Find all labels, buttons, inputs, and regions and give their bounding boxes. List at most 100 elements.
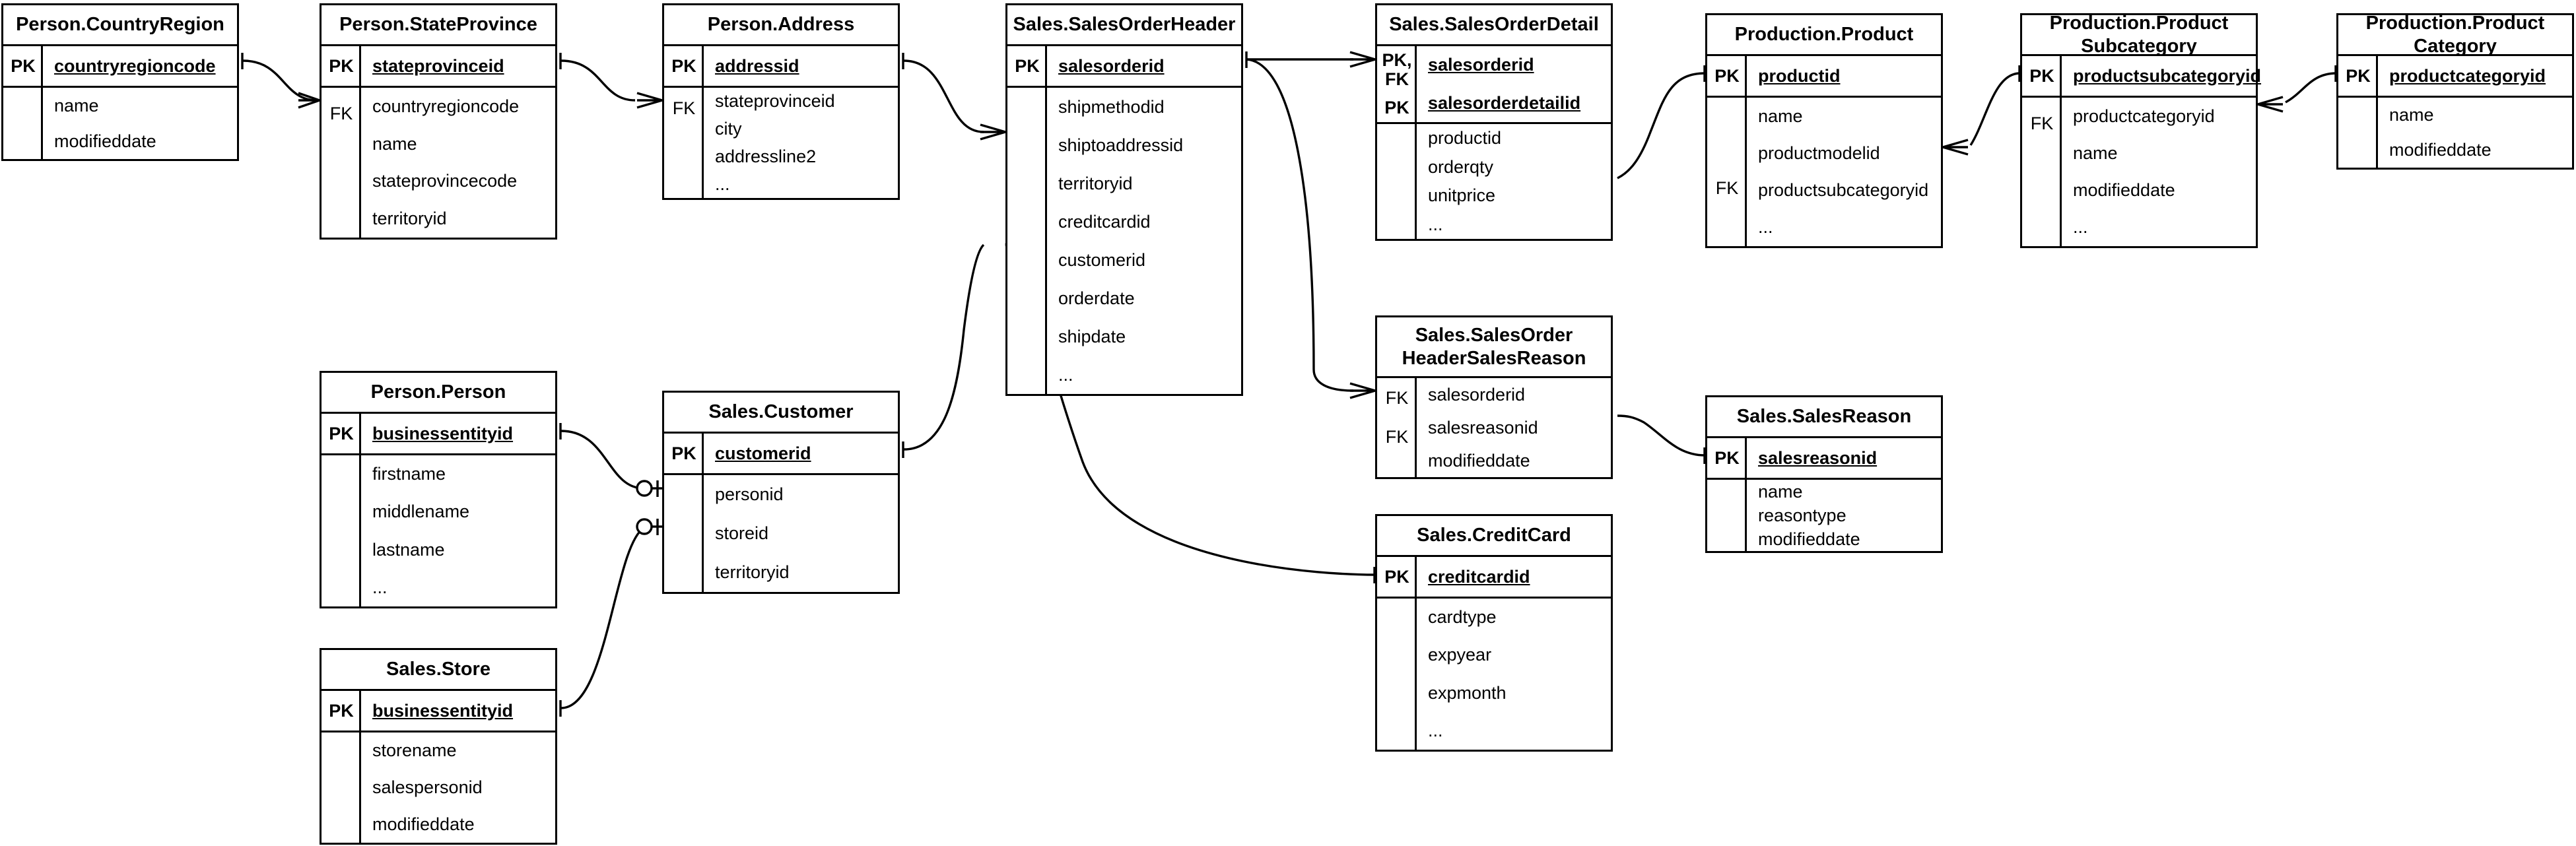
key-column: FK xyxy=(322,88,361,238)
field-name[interactable]: ... xyxy=(2073,217,2088,238)
field-name[interactable]: shiptoaddressid xyxy=(1058,135,1184,155)
field-name[interactable]: middlename xyxy=(372,502,470,522)
field-name[interactable]: unitprice xyxy=(1428,185,1496,206)
field-name[interactable]: salesorderdetailid xyxy=(1428,92,1581,113)
field-name[interactable]: productcategoryid xyxy=(2073,106,2215,126)
field-name[interactable]: productsubcategoryid xyxy=(2073,65,2262,86)
field-name[interactable]: productmodelid xyxy=(1758,143,1880,163)
field-name[interactable]: orderqty xyxy=(1428,156,1494,177)
field-name[interactable]: ... xyxy=(1758,217,1773,238)
field-name[interactable]: modifieddate xyxy=(2073,180,2175,201)
field-name[interactable]: shipmethodid xyxy=(1058,96,1165,117)
field-name[interactable]: storeid xyxy=(715,523,769,543)
field-name[interactable]: productid xyxy=(1428,128,1502,148)
field-name[interactable]: creditcardid xyxy=(1428,566,1530,587)
field-name[interactable]: businessentityid xyxy=(372,700,514,721)
field-name[interactable]: personid xyxy=(715,484,784,504)
field-name[interactable]: territoryid xyxy=(1058,173,1133,193)
field-name[interactable]: expyear xyxy=(1428,645,1492,665)
field-name[interactable]: countryregioncode xyxy=(54,55,216,76)
key-label xyxy=(1007,317,1047,356)
field-name[interactable]: name xyxy=(2073,143,2118,163)
field-name[interactable]: ... xyxy=(372,577,388,597)
field-column: productcategoryid name modifieddate... xyxy=(2062,98,2256,246)
field-name[interactable]: addressid xyxy=(715,55,799,76)
field-name[interactable]: ... xyxy=(1428,214,1443,234)
entity-title: Production.Product Subcategory xyxy=(2022,13,2256,57)
field-name[interactable]: customerid xyxy=(1058,249,1146,270)
field-column: productid xyxy=(1747,56,1941,96)
field-name[interactable]: name xyxy=(2389,105,2434,125)
field-name[interactable]: customerid xyxy=(715,443,811,463)
field-name[interactable]: stateprovincecode xyxy=(372,171,518,191)
field-name[interactable]: modifieddate xyxy=(372,814,475,834)
field-name[interactable]: city xyxy=(715,119,742,139)
field-name[interactable]: name xyxy=(1758,481,1803,502)
field-name[interactable]: name xyxy=(54,95,99,115)
field-name[interactable]: territoryid xyxy=(715,562,790,582)
field-name[interactable]: modifieddate xyxy=(1758,529,1860,549)
field-name[interactable]: productcategoryid xyxy=(2389,65,2546,86)
edge-salesreason-salesreasonlink xyxy=(1617,414,1706,457)
field-name[interactable]: lastname xyxy=(372,539,445,560)
field-name[interactable]: productid xyxy=(1758,65,1841,86)
field-name[interactable]: countryregioncode xyxy=(372,96,520,116)
field-name[interactable]: stateprovinceid xyxy=(372,55,504,76)
field-name[interactable]: expmonth xyxy=(1428,682,1507,703)
field-name[interactable]: stateprovinceid xyxy=(715,91,835,112)
field-name[interactable]: addressline2 xyxy=(715,146,817,166)
field-name[interactable]: creditcardid xyxy=(1058,211,1151,232)
entity-title: Person.CountryRegion xyxy=(3,5,237,46)
key-column xyxy=(2338,98,2378,168)
key-column: FK xyxy=(1707,98,1747,246)
key-label xyxy=(1707,130,1747,162)
field-column: salesorderid xyxy=(1047,46,1241,86)
entity-title: Sales.SalesOrderDetail xyxy=(1377,5,1611,46)
field-name[interactable]: businessentityid xyxy=(372,423,514,443)
key-column: PK xyxy=(322,691,361,731)
key-label xyxy=(664,152,704,176)
field-name[interactable]: salesorderid xyxy=(1428,384,1526,405)
field-name[interactable]: ... xyxy=(715,174,730,194)
field-name[interactable]: ... xyxy=(1058,364,1073,385)
field-name[interactable]: salesreasonid xyxy=(1758,447,1878,468)
key-label: PK xyxy=(671,55,696,76)
field-name[interactable]: salesorderid xyxy=(1058,55,1165,76)
field-name[interactable]: salespersonid xyxy=(372,777,483,797)
field-name[interactable]: territoryid xyxy=(372,209,447,229)
field-name[interactable]: name xyxy=(372,133,417,154)
field-name[interactable]: storename xyxy=(372,740,457,761)
entity-field-section: firstname middlename lastname... xyxy=(322,455,555,606)
field-name[interactable]: modifieddate xyxy=(1428,450,1530,471)
field-name[interactable]: name xyxy=(1758,106,1803,126)
field-name[interactable]: reasontype xyxy=(1758,505,1847,525)
field-name[interactable]: salesorderid xyxy=(1428,55,1534,75)
key-label xyxy=(322,806,361,843)
field-name[interactable]: modifieddate xyxy=(2389,140,2491,160)
field-name[interactable]: firstname xyxy=(372,464,446,484)
entity-field-section: FK name productmodelid productsubcategoryid… xyxy=(1707,98,1941,246)
field-name[interactable]: salesreasonid xyxy=(1428,417,1538,438)
field-name[interactable]: orderdate xyxy=(1058,288,1135,308)
field-name[interactable]: shipdate xyxy=(1058,326,1126,346)
field-name[interactable]: cardtype xyxy=(1428,607,1497,628)
field-name[interactable]: modifieddate xyxy=(54,131,156,151)
field-name[interactable]: ... xyxy=(1428,720,1443,740)
field-name[interactable]: productsubcategoryid xyxy=(1758,180,1929,201)
